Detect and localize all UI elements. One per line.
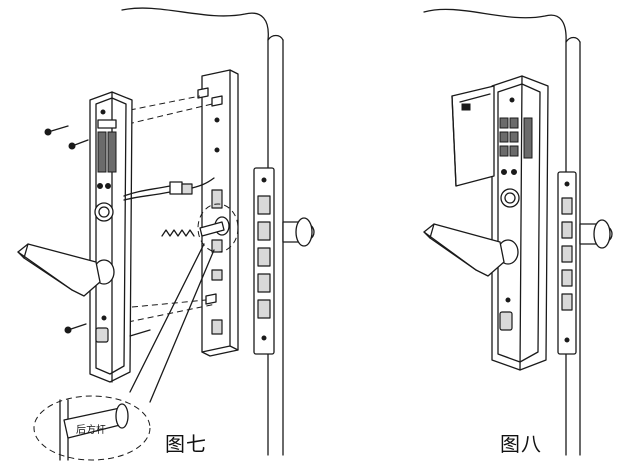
screws-left [44, 125, 89, 334]
figure-eight-caption: 图八 [500, 432, 542, 456]
strike-plate-right [557, 171, 577, 355]
callout-tag-label: 后方杆 [76, 423, 106, 436]
figure-seven: 后方杆 [17, 7, 315, 461]
assembled-lock-panel [491, 75, 549, 371]
door-outline-right [423, 8, 567, 456]
rear-knob-right [579, 219, 613, 249]
front-lock-panel [89, 91, 133, 383]
callout-detail: 后方杆 [33, 395, 151, 461]
bottom-rod [129, 329, 151, 337]
spring [161, 229, 195, 237]
leader-line-1 [129, 243, 205, 393]
lever-handle-right [423, 223, 505, 277]
rear-knob-left [282, 217, 315, 247]
figure-eight [423, 8, 613, 456]
strike-plate-left [253, 167, 275, 355]
battery-cover-open [451, 85, 495, 187]
alignment-guides [119, 95, 217, 323]
connector-cable [123, 177, 215, 201]
lever-handle-left [17, 243, 101, 297]
door-edge-cap-left [267, 34, 284, 41]
detail-marker-circle [197, 203, 239, 253]
spindle-bar [199, 221, 225, 237]
door-outline-left [121, 7, 269, 456]
rear-mounting-plate [197, 69, 239, 357]
door-edge-cap-right [565, 36, 581, 43]
figure-seven-caption: 图七 [165, 432, 207, 456]
leader-line-2 [149, 249, 215, 403]
